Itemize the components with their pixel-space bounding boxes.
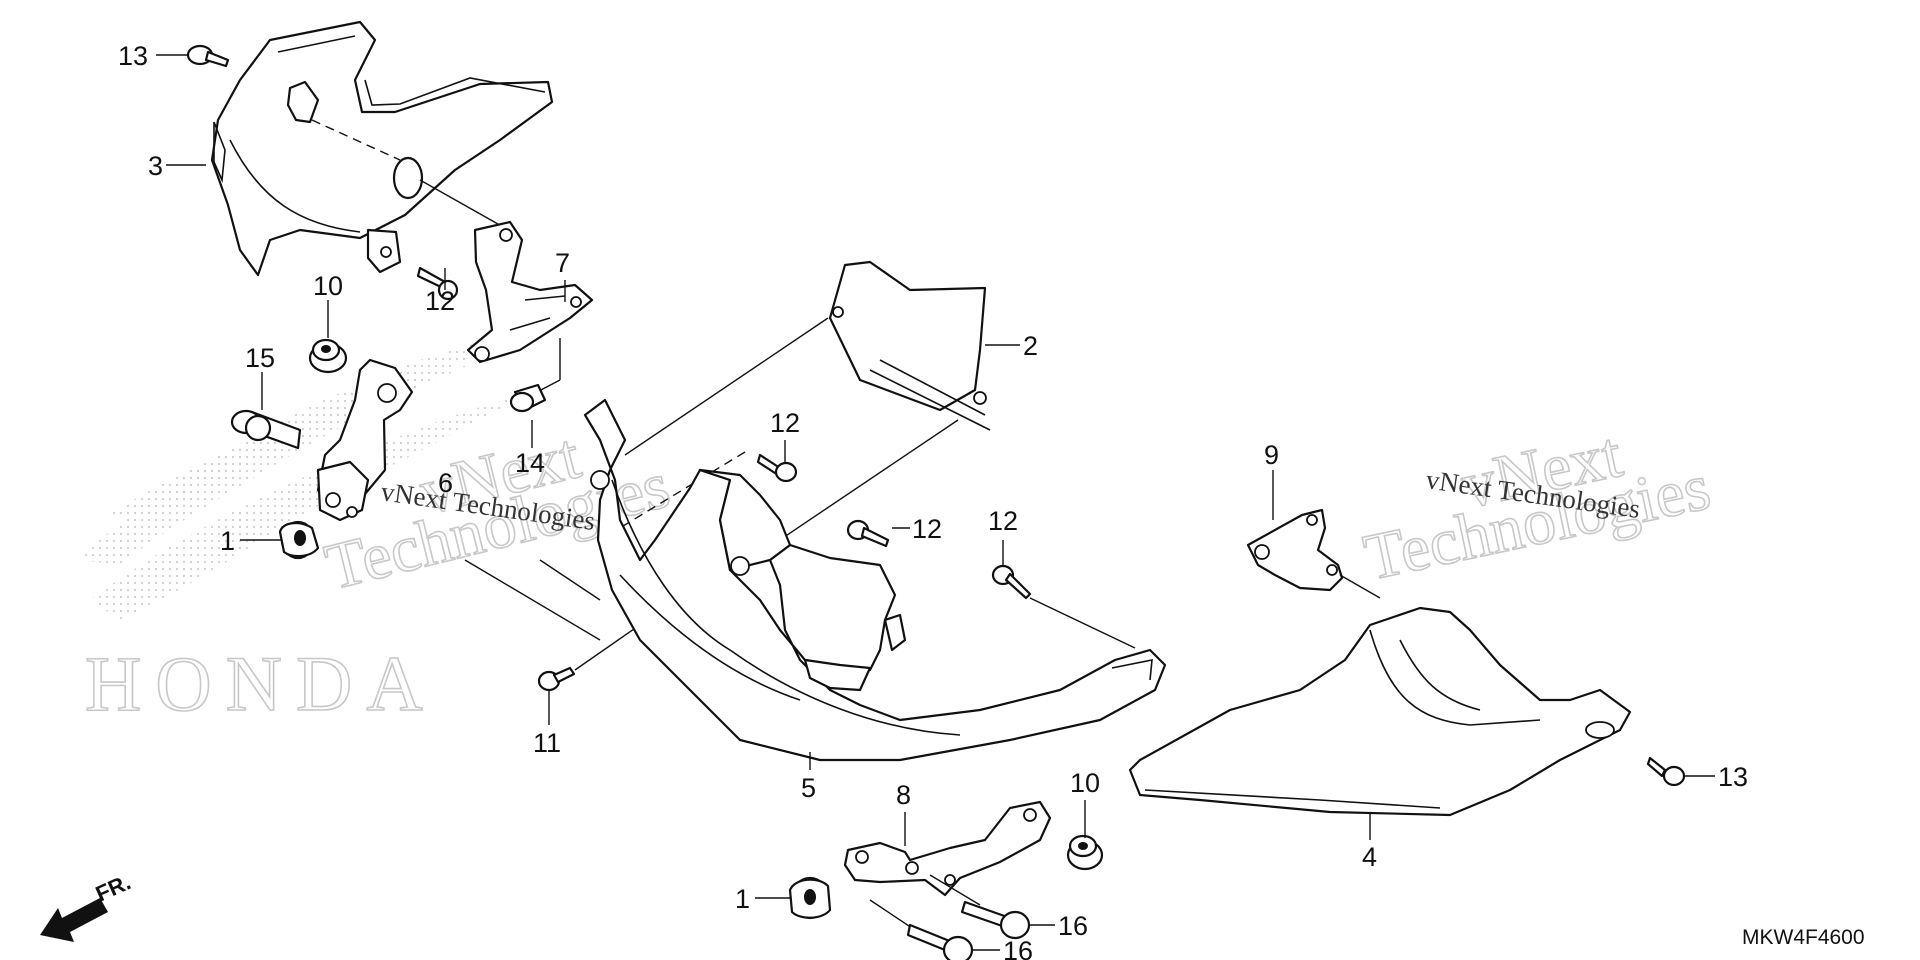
callout-16: 16	[1058, 911, 1088, 941]
part-1-grommet-b	[788, 876, 832, 920]
part-16-bolt-a	[960, 900, 1031, 940]
callout-16: 16	[1003, 936, 1033, 960]
callout-11: 11	[533, 728, 561, 758]
part-10-grommet-a	[308, 338, 348, 374]
part-4-side-cowl	[1128, 606, 1632, 817]
callout-10: 10	[1070, 768, 1100, 798]
part-12-screw-a	[416, 266, 459, 301]
part-13-screw-top	[186, 44, 230, 68]
callout-12: 12	[425, 286, 455, 316]
callout-labels: 13 3 10 12 7 15 14 6 1 2 12 12 12 11 5 9…	[118, 41, 1748, 960]
callout-14: 14	[515, 448, 545, 478]
part-16-bolt-b	[906, 923, 974, 960]
callout-9: 9	[1264, 440, 1279, 470]
part-15-bolt	[230, 409, 302, 450]
callout-15: 15	[245, 343, 275, 373]
part-3-inner-cowl	[210, 20, 554, 277]
leader-lines	[156, 54, 1715, 951]
callout-10: 10	[313, 271, 343, 301]
callout-12: 12	[912, 514, 942, 544]
part-7-bracket	[466, 220, 594, 364]
part-9-bracket	[1246, 508, 1344, 592]
part-1-grommet-a	[278, 520, 320, 560]
callout-13: 13	[118, 41, 148, 71]
callout-2: 2	[1023, 331, 1038, 361]
callout-12: 12	[770, 408, 800, 438]
part-12-screw-b	[756, 453, 798, 483]
part-12-screw-c	[846, 519, 890, 548]
callout-1: 1	[220, 526, 235, 556]
part-2-panel	[828, 260, 991, 431]
callout-13: 13	[1718, 762, 1748, 792]
part-12-screw-d	[991, 564, 1032, 600]
callout-4: 4	[1362, 842, 1377, 872]
part-6-bracket	[316, 358, 414, 522]
diagram-code: MKW4F4600	[1742, 926, 1865, 949]
part-10-grommet-b	[1066, 834, 1104, 871]
callout-3: 3	[148, 151, 163, 181]
part-14-bolt	[509, 383, 547, 413]
honda-logo-text: HONDA	[85, 640, 437, 727]
front-arrow-icon: FR.	[40, 869, 134, 942]
callout-6: 6	[438, 468, 453, 498]
callout-5: 5	[801, 773, 816, 803]
part-8-bracket	[843, 800, 1052, 897]
callout-7: 7	[555, 248, 570, 278]
callout-12: 12	[988, 506, 1018, 536]
part-5-under-cowl	[583, 398, 1167, 762]
part-11-screw	[537, 666, 576, 692]
part-13-screw-right	[1646, 756, 1686, 787]
callout-8: 8	[896, 780, 911, 810]
callout-1: 1	[735, 884, 750, 914]
